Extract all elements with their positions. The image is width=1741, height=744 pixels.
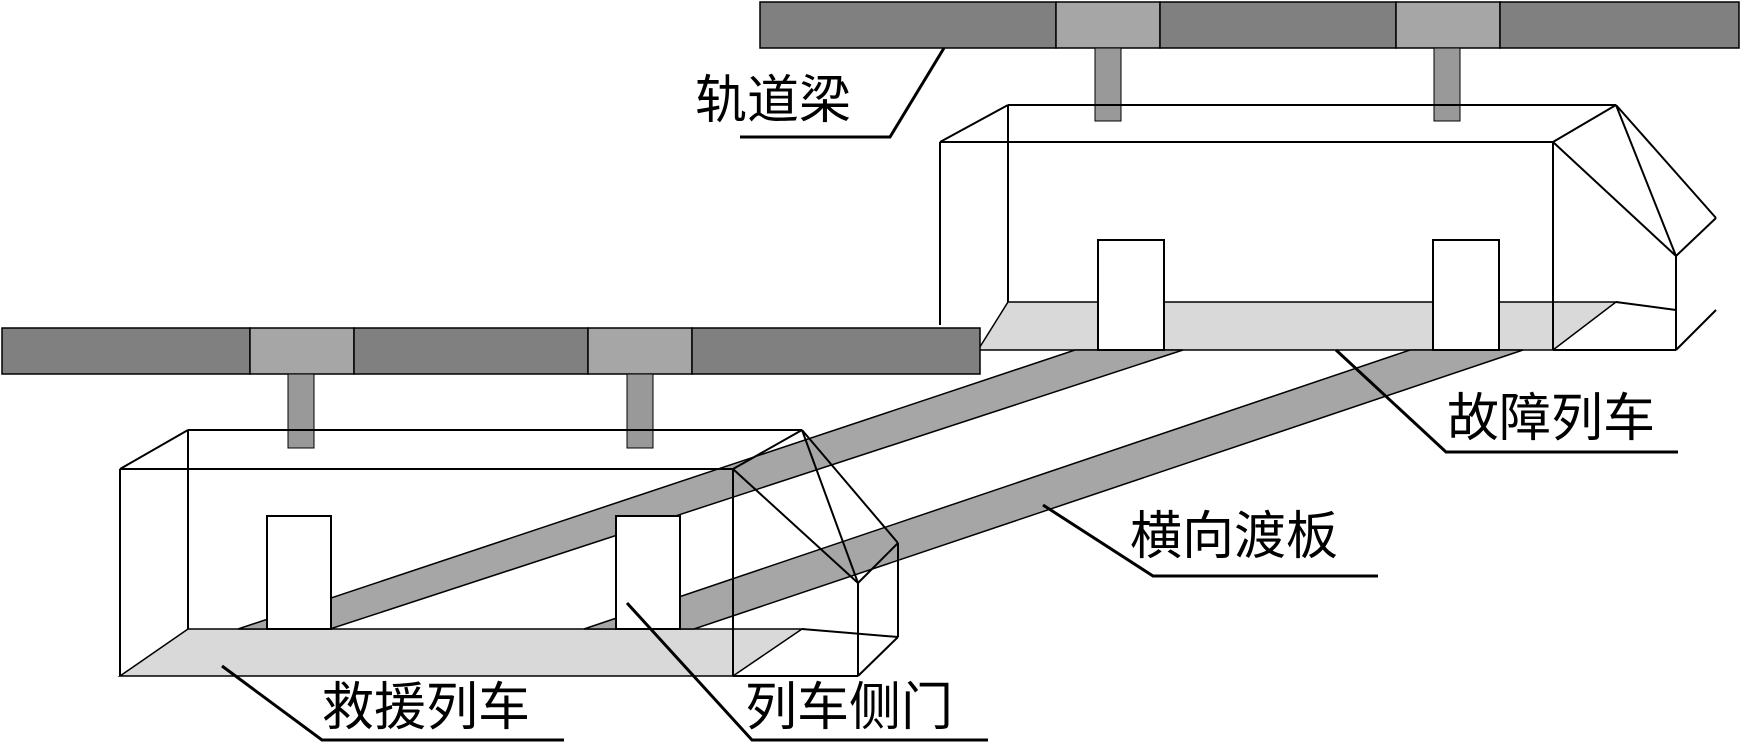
faulty-train-floor: [976, 301, 1619, 351]
upper-beam-segment: [1159, 1, 1397, 49]
rescue-train-label: 救援列车: [322, 678, 530, 738]
transverse-bridge-plate-label: 横向渡板: [1130, 507, 1338, 567]
lower-beam-joint: [249, 327, 355, 375]
track-beam-label: 轨道梁: [695, 71, 851, 131]
lower-beam-joint: [587, 327, 693, 375]
rescue-train: [117, 373, 805, 677]
bridge-plate-leader: [1042, 503, 1378, 578]
rescue-train-nose-edge: [732, 468, 859, 584]
train-side-door-label: 列车侧门: [745, 678, 953, 738]
upper-beam-segment: [1499, 1, 1740, 49]
lower-beam-segment: [353, 327, 589, 375]
rescue-train-side-door: [615, 515, 681, 630]
side-door-leader: [625, 601, 988, 742]
faulty-train-label: 故障列车: [1447, 389, 1655, 449]
faulty-train-nose-edge: [1615, 301, 1677, 311]
faulty-train-nose-edge: [1675, 217, 1717, 257]
rescue-train-nose-edge: [801, 429, 859, 584]
faulty-train-nose-edge: [1675, 309, 1717, 351]
lower-track-beam: [1, 327, 981, 375]
upper-track-beam: [759, 1, 1740, 49]
upper-beam-joint: [1395, 1, 1501, 49]
faulty-train: [939, 47, 1717, 351]
faulty-train-edge: [1552, 104, 1617, 143]
rescue-train-nose-edge: [857, 542, 899, 584]
faulty-train-hanger: [1433, 47, 1461, 122]
rescue-train-front: [120, 429, 899, 677]
faulty-train-nose-edge: [1552, 141, 1677, 257]
faulty-train-side-door: [1432, 239, 1500, 351]
rescue-train-edge: [119, 429, 189, 470]
faulty-train-doors: [1097, 239, 1500, 351]
rescue-train-nose-edge: [801, 628, 899, 638]
faulty-train-hanger: [1094, 47, 1122, 122]
track-beam-leader: [740, 47, 946, 139]
faulty-train-leader: [1334, 348, 1678, 454]
rescue-train-leader: [221, 664, 564, 742]
rescue-train-hanger: [626, 373, 654, 449]
faulty-train-nose-edge: [1615, 104, 1717, 219]
leader-lines: [221, 47, 1678, 742]
lower-beam-segment: [691, 327, 981, 375]
rescue-train-side-door: [266, 515, 332, 630]
rescue-train-edge: [732, 429, 803, 470]
faulty-train-side-door: [1097, 239, 1165, 351]
lower-beam-segment: [1, 327, 251, 375]
rescue-train-hanger: [287, 373, 315, 449]
upper-beam-joint: [1055, 1, 1161, 49]
rescue-train-nose-edge: [801, 429, 899, 544]
faulty-train-nose-edge: [1615, 104, 1677, 257]
rescue-train-floor: [117, 628, 805, 677]
upper-beam-segment: [759, 1, 1057, 49]
transverse-bridge-plates: [237, 349, 1524, 630]
rescue-train-nose-edge: [857, 636, 899, 677]
faulty-train-edge: [939, 104, 1009, 143]
labels: 轨道梁 故障列车 横向渡板 救援列车 列车侧门: [322, 71, 1655, 738]
